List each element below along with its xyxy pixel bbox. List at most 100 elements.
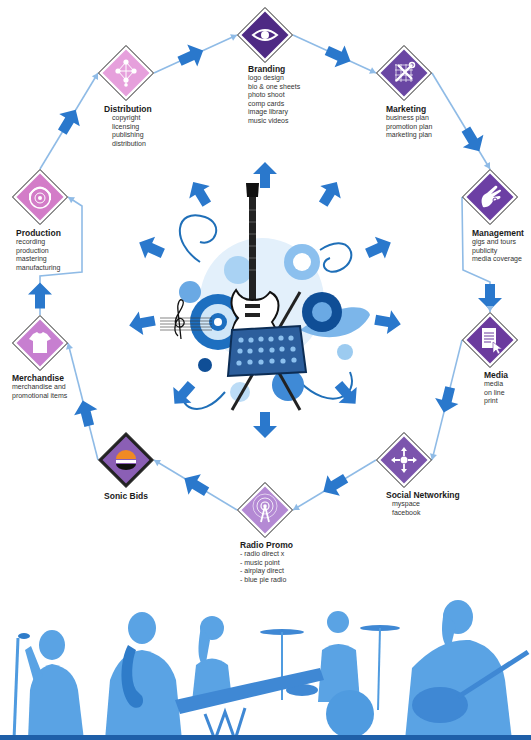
icon-diamond: Marketingbusiness planpromotion planmark… [376,45,432,101]
cycle-arrow [430,340,462,460]
node-label: Radio Promo- radio direct x- music point… [240,540,293,584]
icon-diamond: Productionrecordingproductionmasteringma… [12,169,68,225]
node-item: business plan [386,114,432,123]
mic-stand [14,638,18,740]
node-item: print [484,397,508,406]
diamond-shape [237,482,293,538]
node-item: publicity [472,247,524,256]
diamond-shape [98,45,154,101]
node-heading: Production [16,228,61,238]
arrow-head [230,34,237,41]
block-arrow [28,283,52,309]
icon-diamond: Mediamediaon lineprint [462,312,518,368]
node-item: production [16,247,61,256]
node-label: Sonic Bids [91,491,161,501]
guitar-headstock [246,183,259,197]
node-item: music videos [248,117,300,126]
knob [278,335,283,340]
node-label: Social Networkingmyspacefacebook [386,490,460,517]
diamond-shape [12,315,68,371]
knob [248,337,253,342]
node-item: mastering [16,255,61,264]
bubble [214,318,222,326]
icon-diamond: Distributioncopyrightlicensingpublishing… [98,45,154,101]
knob [247,348,252,353]
cycle-arrow [40,73,98,169]
inner-arrow [183,176,217,211]
node-item: recording [16,238,61,247]
knob [290,346,295,351]
amplifier [228,326,306,376]
connector-line [154,35,237,73]
bass-drum [326,690,374,738]
sax-head [128,612,156,644]
node-item: licensing [104,123,152,132]
node-item: gigs and tours [472,238,524,247]
connector-line [432,340,462,460]
inner-arrow [373,308,403,336]
node-item: media coverage [472,255,524,264]
singer-head [39,630,65,660]
knob [258,347,263,352]
icon-diamond: Merchandisemerchandise and promotional i… [12,315,68,371]
diamond-shape [462,169,518,225]
node-item: merchandise and promotional items [12,383,76,400]
icon-diamond: Sonic Bids [98,432,154,488]
node-label: Brandinglogo designbio & one sheetsphoto… [248,64,300,125]
keyboard [175,668,324,714]
knob [236,360,241,365]
inner-arrow [253,412,277,438]
microphone [18,633,30,639]
knob [237,348,242,353]
node-item: - radio direct x [240,550,293,559]
swirl [180,215,216,262]
knob [269,358,274,363]
connector-line [293,460,376,510]
bubble [284,244,320,280]
node-item: myspace [386,500,460,509]
inner-arrow [134,232,168,265]
singer-arm [25,646,43,682]
guitarist-body [405,640,512,740]
bubble [302,292,342,332]
node-item: bio & one sheets [248,83,300,92]
bubble [224,256,252,284]
block-arrow [178,468,213,502]
swirl [320,243,351,272]
connector-line [154,460,237,510]
inner-arrow [362,232,396,265]
node-heading: Branding [248,64,300,74]
inner-arrow [165,376,200,411]
node-heading: Merchandise [12,373,76,383]
icon-diamond: Brandinglogo designbio & one sheetsphoto… [237,7,293,63]
arrow-head [486,306,493,312]
node-item: distribution [104,140,152,149]
diamond-shape [237,7,293,63]
arrow-head [484,162,490,169]
node-label: Merchandisemerchandise and promotional i… [12,373,76,400]
icon-diamond: Managementgigs and tourspublicitymedia c… [462,169,518,225]
arrow-head [154,460,161,466]
connector-line [40,73,98,169]
drummer-head [327,611,349,633]
center-illustration [160,183,370,410]
node-item: comp cards [248,100,300,109]
knob [258,336,263,341]
node-item: publishing [104,131,152,140]
guitar-pickup [245,313,260,317]
knob [269,347,274,352]
amp-knobs [236,335,296,365]
guitar-silhouette-neck [458,652,528,697]
cycle-arrow [432,73,490,169]
node-item: on line [484,389,508,398]
knob [279,346,284,351]
node-heading: Distribution [104,104,152,114]
bubble [198,358,212,372]
diamond-shape [12,169,68,225]
node-item: - blue pie radio [240,576,293,585]
node-label: Productionrecordingproductionmasteringma… [16,228,61,272]
node-heading: Radio Promo [240,540,293,550]
block-arrow [322,40,356,73]
arrow-head [92,73,98,80]
